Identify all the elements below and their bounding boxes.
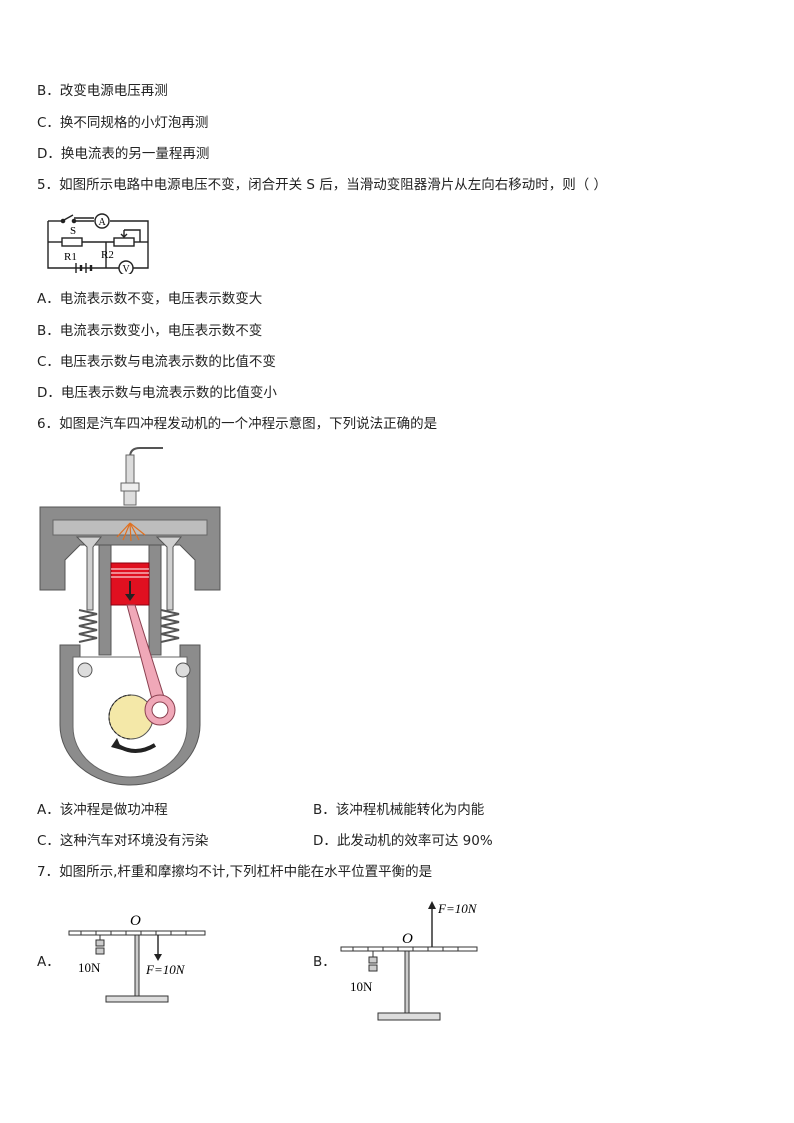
- ammeter-label: A: [99, 217, 107, 228]
- fig-a-pivot-label: O: [130, 913, 141, 929]
- q6-stem: 6．如图是汽车四冲程发动机的一个冲程示意图，下列说法正确的是: [37, 416, 438, 432]
- q5-circuit-diagram: A V S R1 R2: [47, 213, 149, 274]
- fig-a-force-label: F=10N: [145, 962, 186, 977]
- q7-lever-a: O 10N F=10N: [68, 913, 206, 1003]
- q6-option-b: B．该冲程机械能转化为内能: [313, 802, 485, 818]
- q7-lever-b: O 10N F=10N: [340, 901, 478, 1021]
- fig-b-pivot-label: O: [402, 931, 413, 947]
- voltmeter-label: V: [123, 264, 131, 274]
- q7-option-b-label: B．: [313, 954, 336, 970]
- fig-a-weight-label: 10N: [78, 960, 101, 975]
- q4-option-b: B．改变电源电压再测: [37, 83, 168, 99]
- q5-option-a: A．电流表示数不变，电压表示数变大: [37, 291, 263, 307]
- q6-option-c: C．这种汽车对环境没有污染: [37, 833, 209, 849]
- r2-label: R2: [101, 249, 114, 261]
- q6-engine-diagram: [39, 447, 221, 786]
- q4-option-c: C．换不同规格的小灯泡再测: [37, 115, 209, 131]
- switch-label: S: [70, 225, 76, 237]
- q4-option-d: D．换电流表的另一量程再测: [37, 146, 210, 162]
- q5-option-d: D．电压表示数与电流表示数的比值变小: [37, 385, 277, 401]
- q5-stem: 5．如图所示电路中电源电压不变，闭合开关 S 后，当滑动变阻器滑片从左向右移动时…: [37, 177, 608, 193]
- q5-option-c: C．电压表示数与电流表示数的比值不变: [37, 354, 276, 370]
- q6-option-a: A．该冲程是做功冲程: [37, 802, 168, 818]
- q5-option-b: B．电流表示数变小，电压表示数不变: [37, 323, 263, 339]
- fig-b-force-label: F=10N: [437, 901, 478, 916]
- q6-option-d: D．此发动机的效率可达 90%: [313, 833, 493, 849]
- r1-label: R1: [64, 251, 77, 263]
- fig-b-weight-label: 10N: [350, 979, 373, 994]
- q7-option-a-label: A．: [37, 954, 60, 970]
- q7-stem: 7．如图所示,杆重和摩擦均不计,下列杠杆中能在水平位置平衡的是: [37, 864, 433, 880]
